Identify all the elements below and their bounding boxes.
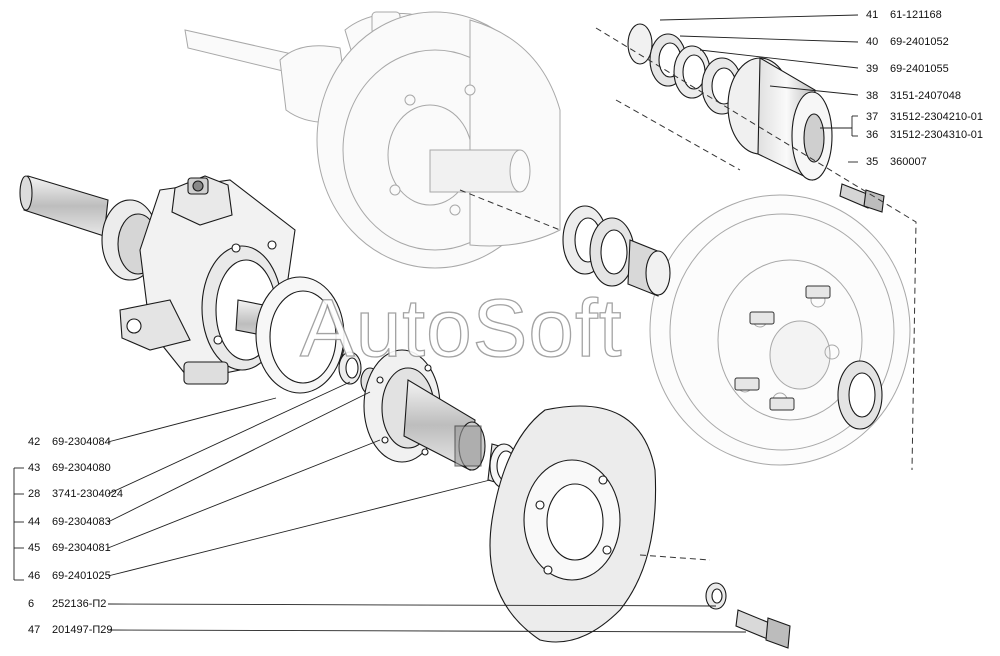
watermark: AutoSoft [299,282,623,374]
steering-knuckle [19,175,296,385]
gasket-42 [255,276,345,394]
brake-shield [489,405,657,643]
hub-lock-bolt-35 [839,183,885,213]
assembly-envelope-lines [459,27,917,561]
hub-lock-assembly [627,23,833,181]
ghost-axle-housing [184,11,561,269]
leader-lines [13,14,859,633]
hub-flange-45 [363,349,486,471]
bolt-47 [735,609,791,649]
wheel-studs [734,285,831,411]
spring-washer-6 [705,582,727,610]
thrust-ring-28 [338,351,362,385]
bearing-seal-set [562,205,883,430]
